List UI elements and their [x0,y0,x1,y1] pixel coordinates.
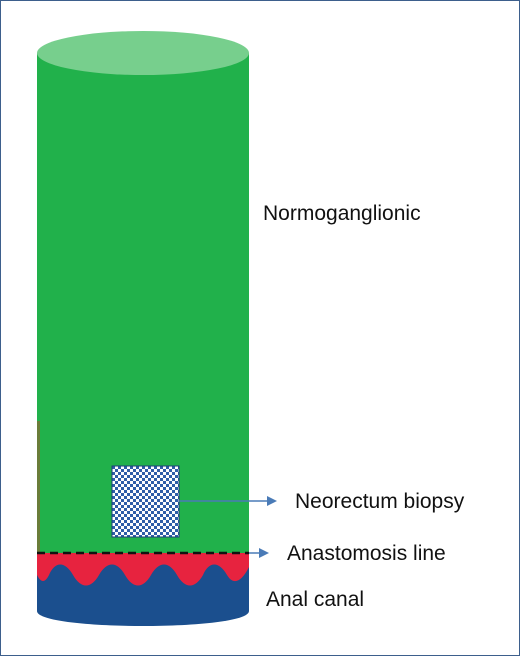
anastomosis-zone [37,553,249,586]
neorectum-biopsy-label: Neorectum biopsy [295,490,465,513]
neorectum-biopsy-square [111,465,180,538]
biopsy-arrow-head [267,496,277,506]
anastomosis-line-label: Anastomosis line [287,542,446,565]
normoganglionic-label: Normoganglionic [263,202,421,225]
cylinder-top [37,31,249,75]
normoganglionic-segment [37,53,249,553]
left-edge-shadow [37,421,40,553]
anal-canal-label: Anal canal [266,588,365,611]
anastomosis-arrow-head [259,548,269,558]
